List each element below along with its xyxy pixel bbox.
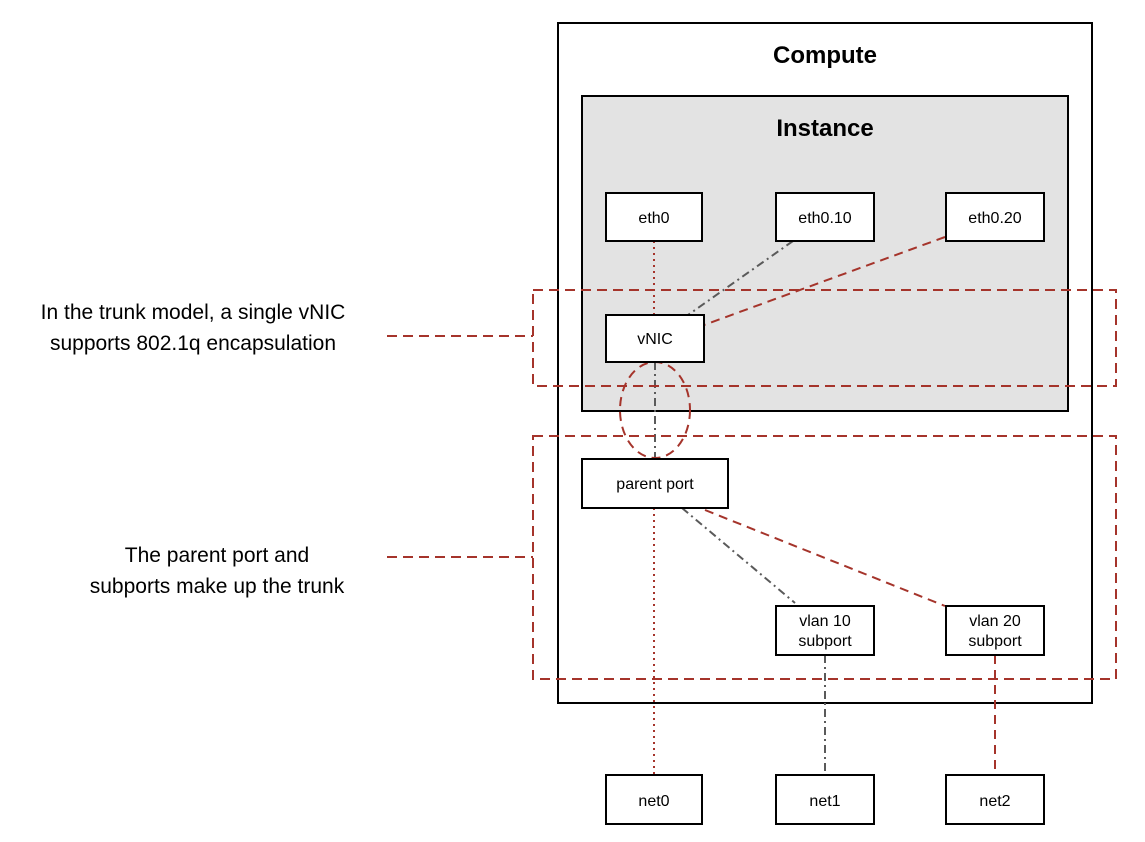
eth020-box: eth0.20 (945, 192, 1045, 242)
net0-label: net0 (638, 793, 669, 810)
net2-label: net2 (979, 793, 1010, 810)
eth0-label: eth0 (638, 210, 669, 227)
parent-vlan20-link (704, 509, 946, 607)
eth020-vnic-link (703, 236, 946, 326)
instance-title: Instance (776, 115, 873, 142)
net1-box: net1 (775, 774, 875, 825)
vlan10-subport-box: vlan 10 subport (775, 605, 875, 656)
vlan20-subport-line1: vlan 20 (969, 613, 1021, 630)
parent-port-label: parent port (616, 476, 694, 493)
net1-label: net1 (809, 793, 840, 810)
net0-box: net0 (605, 774, 703, 825)
vlan20-subport-line2: subport (968, 633, 1022, 650)
compute-title: Compute (773, 42, 877, 69)
vlan20-subport-box: vlan 20 subport (945, 605, 1045, 656)
trunk-members-note-line1: The parent port and (125, 544, 309, 567)
net2-box: net2 (945, 774, 1045, 825)
vnic-box: vNIC (605, 314, 705, 363)
parent-vlan10-link (681, 507, 796, 604)
vnic-label: vNIC (637, 331, 673, 348)
trunk-model-region (532, 289, 1117, 387)
eth010-label: eth0.10 (798, 210, 851, 227)
trunk-model-note-line1: In the trunk model, a single vNIC (41, 301, 346, 324)
parent-port-box: parent port (581, 458, 729, 509)
trunk-members-region (532, 435, 1117, 680)
trunk-model-note-line2: supports 802.1q encapsulation (50, 332, 336, 355)
connections (619, 236, 996, 775)
trunk-members-note-line2: subports make up the trunk (90, 575, 345, 598)
eth010-vnic-link (687, 240, 794, 316)
eth020-label: eth0.20 (968, 210, 1021, 227)
eth010-box: eth0.10 (775, 192, 875, 242)
vlan10-subport-line1: vlan 10 (799, 613, 851, 630)
vlan10-subport-line2: subport (798, 633, 852, 650)
eth0-box: eth0 (605, 192, 703, 242)
